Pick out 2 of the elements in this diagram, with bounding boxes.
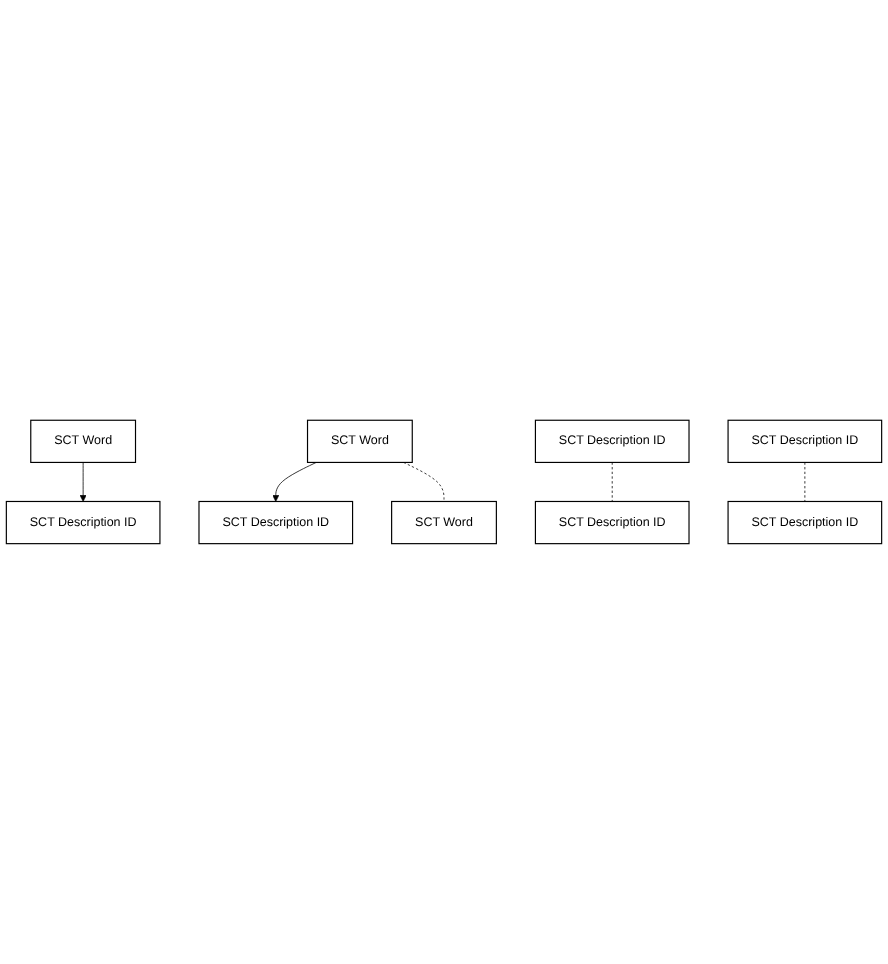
connector [611, 462, 613, 502]
connector [804, 462, 806, 502]
